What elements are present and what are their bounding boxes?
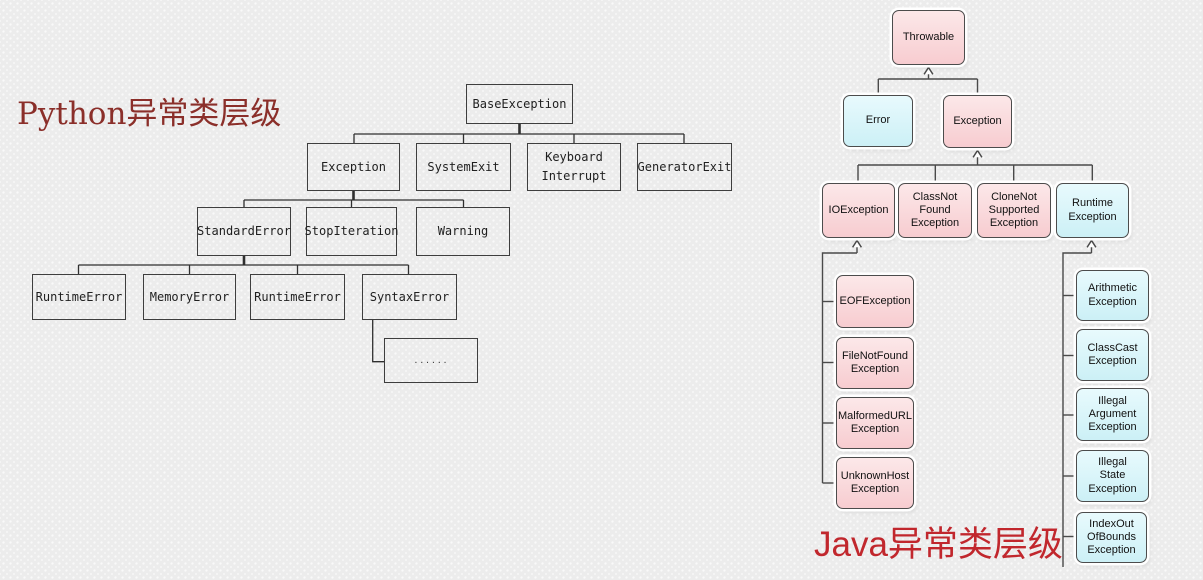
java-node-throwable: Throwable [892, 10, 965, 65]
java-node-clone-not-supported-exception: CloneNot Supported Exception [977, 183, 1051, 238]
python-node-exception: Exception [307, 143, 400, 191]
python-node-base-exception: BaseException [466, 84, 573, 124]
java-node-unknown-host-exception: UnknownHost Exception [836, 457, 914, 509]
python-node-stop-iteration: StopIteration [305, 207, 398, 256]
java-diagram-title: Java异常类层级 [814, 525, 1063, 564]
python-node-generator-exit: GeneratorExit [637, 143, 732, 191]
java-node-malformed-url-exception: MalformedURL Exception [836, 397, 914, 449]
python-node-runtime-error: RuntimeError [32, 274, 126, 320]
python-node-memory-error: MemoryError [143, 274, 236, 320]
python-node-syntax-error: SyntaxError [362, 274, 457, 320]
python-node-runtime-error-2: RuntimeError [250, 274, 345, 320]
java-node-error: Error [843, 95, 913, 147]
java-node-index-out-of-bounds-exception: IndexOut OfBounds Exception [1076, 512, 1147, 563]
python-diagram-title: Python异常类层级 [17, 96, 282, 132]
python-node-keyboard-interrupt: Keyboard Interrupt [527, 143, 621, 191]
java-node-eof-exception: EOFException [836, 275, 914, 328]
java-node-illegal-state-exception: Illegal State Exception [1076, 450, 1149, 502]
python-node-standard-error: StandardError [197, 207, 291, 256]
java-node-illegal-argument-exception: Illegal Argument Exception [1076, 388, 1149, 441]
python-node-system-exit: SystemExit [416, 143, 511, 191]
java-node-runtime-exception: Runtime Exception [1056, 183, 1129, 238]
java-node-exception: Exception [943, 95, 1012, 148]
java-node-class-not-found-exception: ClassNot Found Exception [898, 183, 972, 238]
java-node-file-not-found-exception: FileNotFound Exception [836, 337, 914, 389]
java-node-io-exception: IOException [822, 183, 895, 238]
python-node-ellipsis: ...... [384, 338, 478, 383]
python-node-warning: Warning [416, 207, 510, 256]
java-node-class-cast-exception: ClassCast Exception [1076, 329, 1149, 381]
java-node-arithmetic-exception: Arithmetic Exception [1076, 270, 1149, 321]
